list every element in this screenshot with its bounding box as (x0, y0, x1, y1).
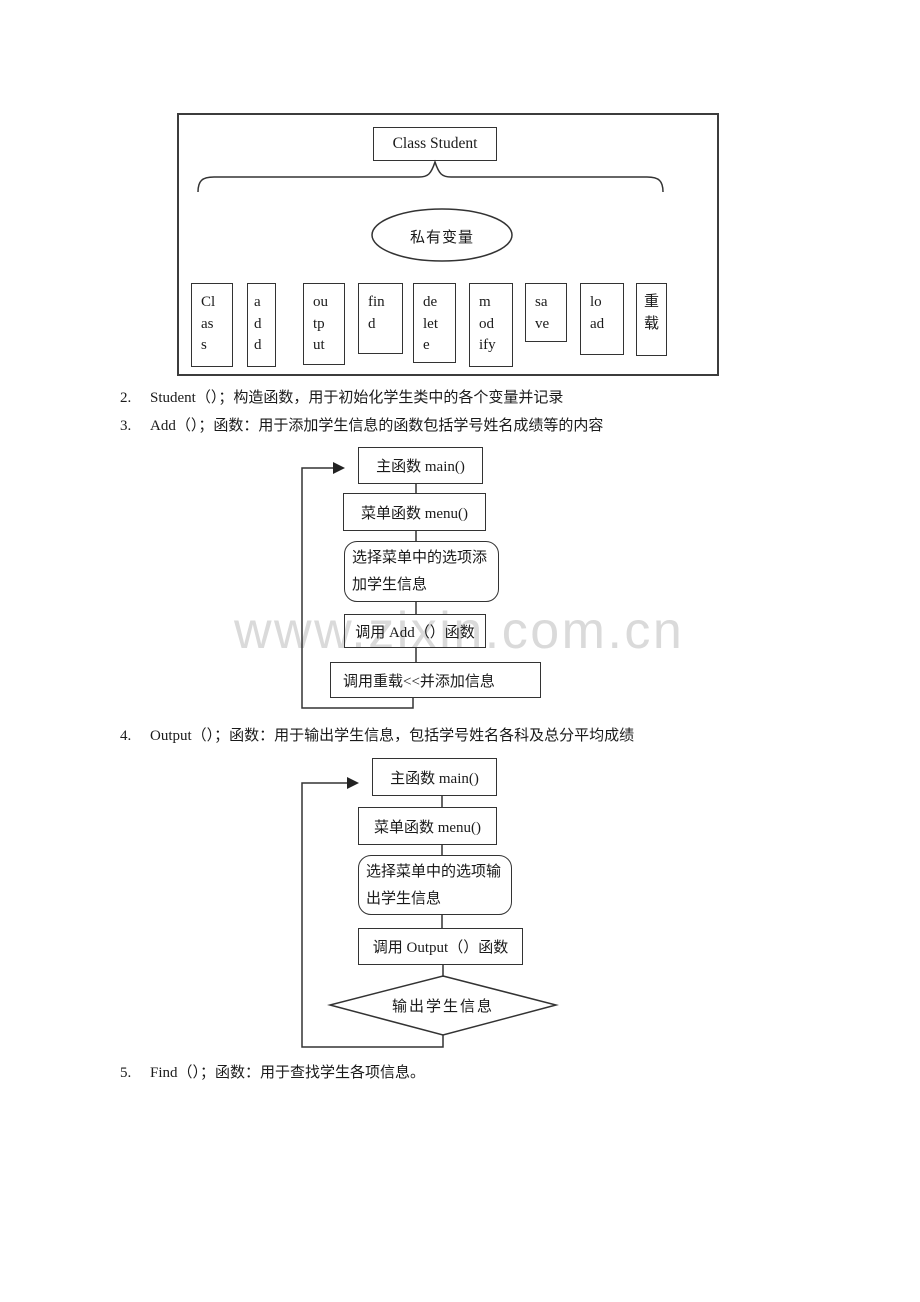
list-item-2: 2. Student（）；构造函数，用于初始化学生类中的各个变量并记录 (120, 390, 563, 407)
member-box-add: a d d (247, 283, 276, 367)
member-box-class: Cl as s (191, 283, 233, 367)
list-item-4-text: Output（）；函数：用于输出学生信息，包括学号姓名各科及总分平均成绩 (150, 728, 635, 744)
loop-line (301, 467, 414, 709)
member-box-output: ou tp ut (303, 283, 345, 365)
fc-add-node-call: 调用 Add（）函数 (344, 614, 486, 648)
member-box-delete: de let e (413, 283, 456, 363)
fc-add-node-menu: 菜单函数 menu() (343, 493, 486, 531)
flowchart-output-lines (301, 777, 559, 1048)
list-item-5: 5. Find（）；函数：用于查找学生各项信息。 (120, 1065, 425, 1082)
list-item-4-number: 4. (120, 728, 132, 744)
list-item-3: 3. Add（）；函数：用于添加学生信息的函数包括学号姓名成绩等的内容 (120, 418, 603, 435)
list-item-5-text: Find（）；函数：用于查找学生各项信息。 (150, 1065, 426, 1081)
class-student-box: Class Student (373, 127, 497, 161)
brace-curve (197, 159, 664, 193)
fc-add-node-main: 主函数 main() (358, 447, 483, 484)
loop-line (301, 782, 444, 1048)
fc-output-node-select: 选择菜单中的选项输出学生信息 (358, 855, 512, 915)
member-box-find: fin d (358, 283, 403, 354)
fc-output-node-call: 调用 Output（）函数 (358, 928, 523, 965)
list-item-2-number: 2. (120, 390, 132, 406)
fc-add-node-overload: 调用重载<<并添加信息 (330, 662, 541, 698)
class-diagram-lines (197, 159, 664, 262)
class-student-label: Class Student (392, 135, 478, 152)
private-variables-label: 私有变量 (409, 230, 474, 246)
class-diagram-frame (177, 113, 719, 376)
list-item-3-text: Add（）；函数：用于添加学生信息的函数包括学号姓名成绩等的内容 (150, 418, 604, 434)
list-item-3-number: 3. (120, 418, 132, 434)
fc-add-node-select: 选择菜单中的选项添加学生信息 (344, 541, 499, 602)
member-box-load: lo ad (580, 283, 624, 355)
arrowhead-icon (347, 777, 359, 789)
flowchart-add-lines (301, 462, 417, 709)
fc-output-node-result: 输出学生信息 (391, 999, 494, 1015)
arrowhead-icon (333, 462, 345, 474)
watermark: www.zixin.com.cn (234, 602, 685, 660)
member-box-modify: m od ify (469, 283, 513, 367)
private-variables-ellipse (371, 208, 513, 262)
list-item-5-number: 5. (120, 1065, 132, 1081)
fc-output-node-main: 主函数 main() (372, 758, 497, 796)
member-box-overload: 重 载 (636, 283, 667, 356)
fc-output-node-menu: 菜单函数 menu() (358, 807, 497, 845)
list-item-2-text: Student（）；构造函数，用于初始化学生类中的各个变量并记录 (150, 390, 564, 406)
member-box-save: sa ve (525, 283, 567, 342)
list-item-4: 4. Output（）；函数：用于输出学生信息，包括学号姓名各科及总分平均成绩 (120, 728, 634, 745)
